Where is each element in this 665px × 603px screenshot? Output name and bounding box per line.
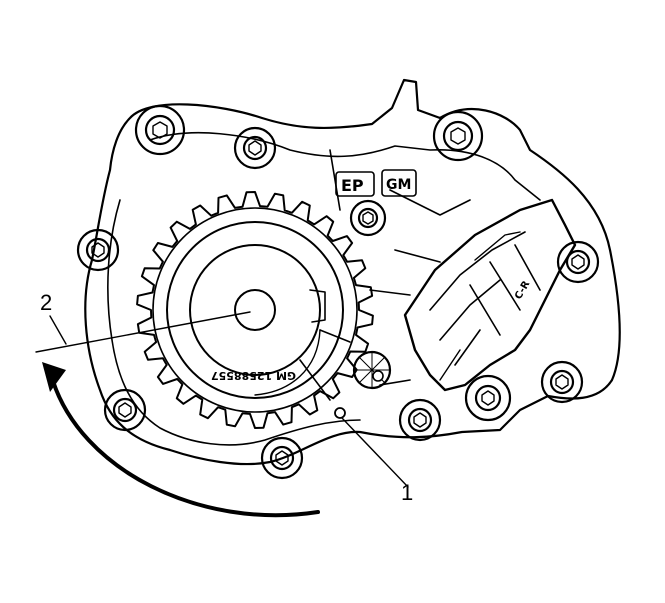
sensor-sector-plate xyxy=(403,198,577,392)
leader-line-1 xyxy=(341,417,409,488)
hex-bolt-icon xyxy=(103,388,147,432)
hex-bolt-icon xyxy=(349,199,387,237)
leader-line-2 xyxy=(35,311,251,353)
housing-outline xyxy=(84,78,621,466)
hex-bolt-icon xyxy=(432,110,484,162)
hex-bolt-icon xyxy=(233,126,277,170)
arrowhead xyxy=(42,362,66,392)
callout-1: 1 xyxy=(401,480,414,505)
hex-bolt-icon xyxy=(260,436,304,480)
sector-mark: C-R xyxy=(513,279,532,302)
callout-2: 2 xyxy=(40,290,53,315)
hex-bolt-icon xyxy=(556,240,600,284)
hex-bolt-icon xyxy=(76,228,120,272)
hex-bolt-icon xyxy=(134,104,186,156)
hex-bolt-icon xyxy=(398,398,442,442)
housing-inner-rim xyxy=(107,132,541,446)
hex-bolt-icon xyxy=(464,374,512,422)
alignment-hole xyxy=(334,407,346,419)
housing-web xyxy=(299,149,471,401)
hex-bolt-icon xyxy=(540,360,584,404)
leader-tick-2 xyxy=(49,315,67,345)
gear-teeth xyxy=(136,191,374,429)
ep-mark-box xyxy=(335,171,375,197)
ep-mark: EP xyxy=(341,176,364,195)
gm-mark-box xyxy=(381,169,417,197)
relief-valve xyxy=(352,350,392,390)
drive-gear xyxy=(136,191,374,429)
gm-mark: GM xyxy=(386,177,411,193)
curved-arrow-icon xyxy=(50,376,320,518)
gear-part-number: GM 12588557 xyxy=(211,369,296,382)
